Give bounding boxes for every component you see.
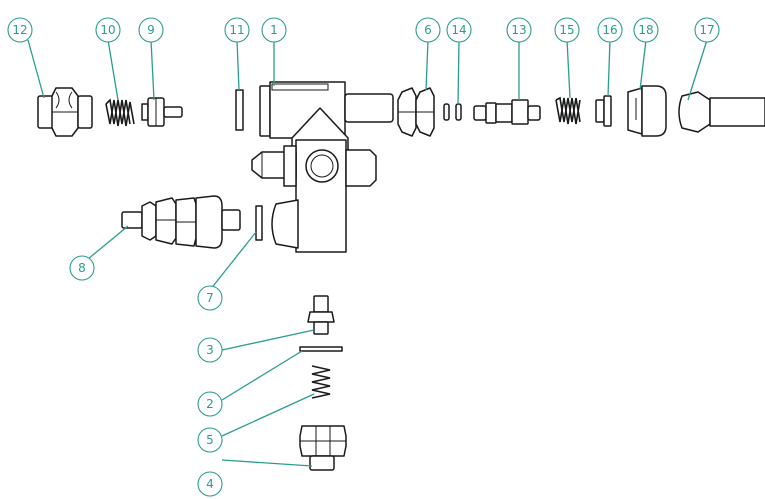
callout-label: 6	[424, 23, 432, 37]
leader-14	[457, 39, 460, 105]
callout-label: 2	[206, 397, 214, 411]
leader-11	[236, 39, 240, 91]
callout-4: 4	[197, 471, 223, 497]
callout-5: 5	[197, 427, 223, 453]
leader-6	[425, 39, 429, 91]
part-12-hex-fitting	[37, 87, 93, 137]
callout-7: 7	[197, 285, 223, 311]
leader-2	[221, 350, 303, 401]
leader-18	[639, 39, 647, 91]
part-16-washer	[595, 95, 612, 127]
callout-label: 9	[147, 23, 155, 37]
callout-6: 6	[415, 17, 441, 43]
leader-7	[209, 231, 257, 291]
callout-17: 17	[694, 17, 720, 43]
callout-label: 8	[78, 261, 86, 275]
callout-label: 5	[206, 433, 214, 447]
part-11-gasket	[235, 89, 244, 131]
callout-8: 8	[69, 255, 95, 281]
leader-5	[221, 393, 315, 437]
part-18-cap	[627, 85, 667, 137]
callout-2: 2	[197, 391, 223, 417]
part-2-washer	[299, 346, 343, 352]
callout-label: 10	[100, 23, 115, 37]
part-10-spring	[105, 98, 135, 127]
part-7-gasket	[255, 205, 263, 241]
callout-10: 10	[95, 17, 121, 43]
part-15-spring	[555, 96, 581, 125]
callout-1: 1	[261, 17, 287, 43]
leader-lines	[27, 39, 708, 467]
part-3-plunger	[307, 295, 335, 335]
callout-label: 3	[206, 343, 214, 357]
part-9-plunger	[141, 97, 183, 127]
callout-11: 11	[224, 17, 250, 43]
callout-13: 13	[506, 17, 532, 43]
part-14-o-ring	[443, 103, 462, 121]
part-5-spring	[311, 365, 331, 399]
callout-14: 14	[446, 17, 472, 43]
callout-label: 18	[638, 23, 653, 37]
callout-label: 7	[206, 291, 214, 305]
callout-label: 11	[229, 23, 244, 37]
callout-9: 9	[138, 17, 164, 43]
callout-label: 12	[12, 23, 27, 37]
callout-label: 14	[451, 23, 466, 37]
callout-label: 17	[699, 23, 714, 37]
leader-10	[107, 39, 119, 101]
callout-label: 16	[602, 23, 617, 37]
part-4-bottom-fitting	[299, 425, 347, 471]
callout-15: 15	[554, 17, 580, 43]
callout-label: 13	[511, 23, 526, 37]
leader-4	[221, 459, 313, 467]
part-17-hose-nozzle	[678, 91, 765, 133]
leader-9	[150, 39, 155, 101]
callout-label: 1	[270, 23, 278, 37]
part-1-valve-body	[251, 81, 394, 253]
leader-3	[221, 329, 315, 351]
callout-16: 16	[597, 17, 623, 43]
leader-15	[566, 39, 571, 99]
part-6-hex-nuts	[397, 87, 435, 137]
part-8-side-fitting	[121, 195, 241, 249]
leader-17	[687, 39, 708, 101]
part-13-valve-stem	[473, 99, 541, 125]
callout-3: 3	[197, 337, 223, 363]
callout-12: 12	[7, 17, 33, 43]
callout-label: 4	[206, 477, 214, 491]
leader-8	[81, 225, 129, 265]
leader-16	[607, 39, 611, 97]
callout-label: 15	[559, 23, 574, 37]
leader-12	[27, 39, 45, 99]
callout-18: 18	[633, 17, 659, 43]
